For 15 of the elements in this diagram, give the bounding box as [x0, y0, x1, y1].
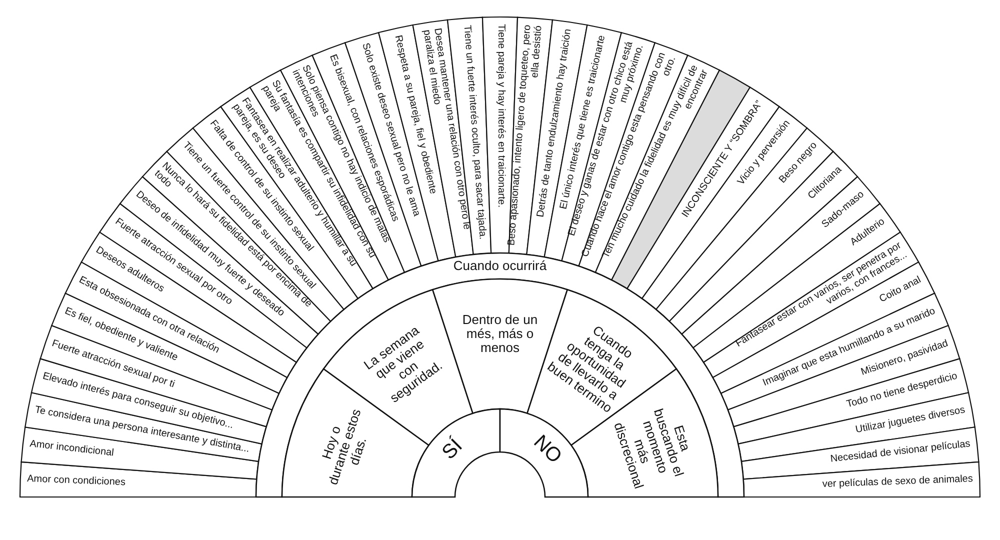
wheel-sector — [19, 460, 258, 498]
sector-label: Tiene pareja y hay interés en traicionarte. — [494, 24, 506, 210]
sector-label: Hoy o durante estos días. — [318, 406, 370, 488]
sector-label: Cuando ocurrirá — [452, 258, 548, 274]
sector-label: Dentro de un més, más o menos — [461, 312, 539, 356]
answer-sector — [411, 408, 501, 498]
sector-label: Amor con condiciones — [27, 474, 127, 490]
sector-label: SÍ — [437, 434, 468, 466]
wheel-sector — [742, 460, 981, 498]
sector-label: Utilizar juguetes diversos — [854, 406, 966, 438]
sector-label: Coito anal — [878, 276, 924, 308]
sector-label: NO — [528, 430, 567, 470]
sector-label: Necesidad de visionar películas — [828, 440, 971, 468]
sector-label: Amor incondicional — [29, 440, 116, 462]
sector-label: ver películas de sexo de animales — [820, 474, 973, 492]
